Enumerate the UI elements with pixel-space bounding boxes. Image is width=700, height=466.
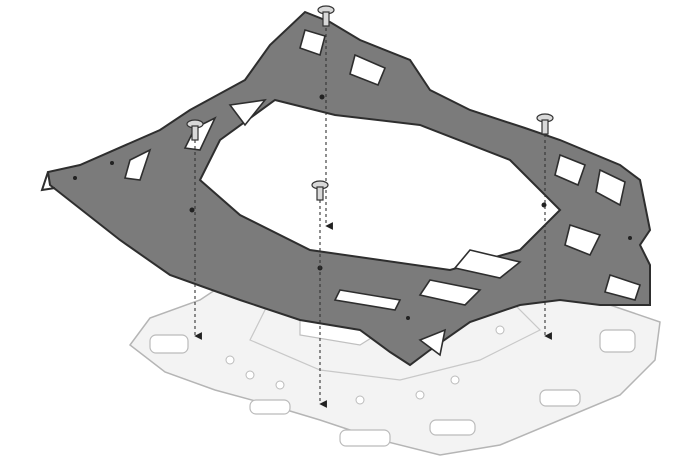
alignment-guides <box>194 28 552 408</box>
screw-icon <box>311 180 329 201</box>
adapter-plate <box>40 10 652 367</box>
screw-icon <box>536 113 554 135</box>
screw-icon <box>317 5 335 27</box>
screws <box>186 5 554 201</box>
screw-icon <box>186 119 204 141</box>
